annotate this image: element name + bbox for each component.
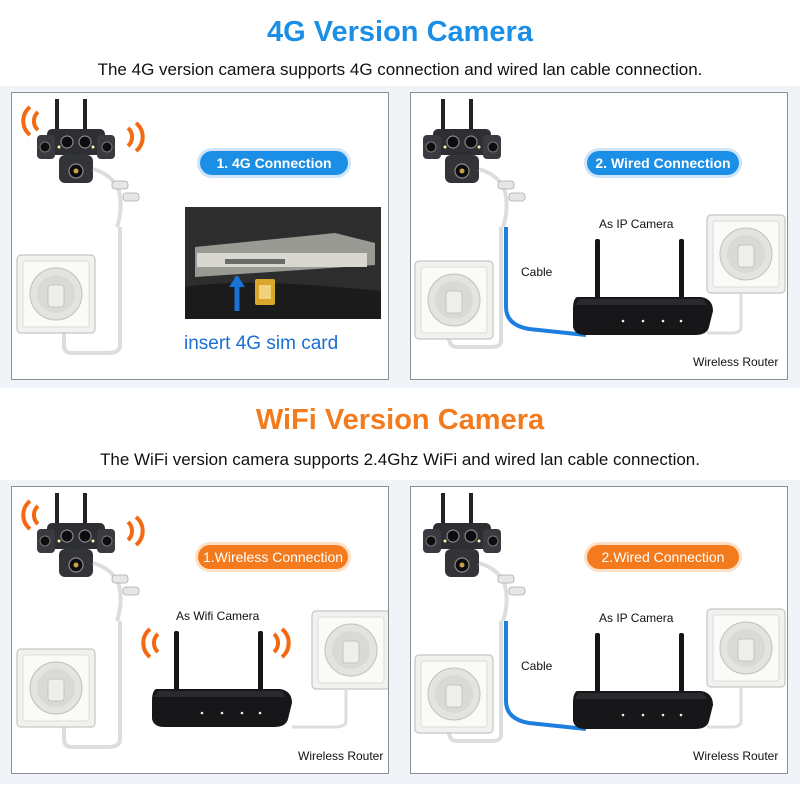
router-label: Wireless Router [298,749,384,763]
signal-icon [21,105,40,137]
badge-wireless-connection: 1.Wireless Connection [198,545,348,569]
router-icon [152,631,292,727]
signal-icon [141,627,160,659]
panel-artwork [16,97,145,355]
wall-socket-icon [706,608,786,688]
panel-wired-connection-wifi: 2.Wired Connection As IP Camera Cable Wi… [410,486,788,774]
panel-artwork [414,97,786,349]
wall-socket-icon [414,260,494,340]
cable-label: Cable [521,659,553,673]
router-caption: As Wifi Camera [176,609,260,623]
camera-icon [35,491,141,623]
wall-socket-icon [16,648,96,728]
camera-icon [35,97,141,229]
router-label: Wireless Router [693,355,779,369]
sim-slot-photo [185,207,381,319]
signal-icon [126,121,145,153]
section-description: The WiFi version camera supports 2.4Ghz … [100,450,700,469]
wall-socket-icon [414,654,494,734]
router-caption: As IP Camera [599,217,674,231]
router-caption: As IP Camera [599,611,674,625]
panel-4g-connection: 1. 4G Connection insert 4G sim card [11,92,389,380]
badge-wired-connection: 2. Wired Connection [587,151,739,175]
panel-artwork [16,491,388,749]
signal-icon [21,499,40,531]
badge-wired-connection: 2.Wired Connection [587,545,739,569]
router-label: Wireless Router [693,749,779,763]
wall-socket-icon [311,610,388,690]
cable-label: Cable [521,265,553,279]
camera-icon [421,97,527,229]
router-icon [573,633,713,729]
sim-caption: insert 4G sim card [184,333,339,354]
panel-wireless-connection: 1.Wireless Connection As Wifi Camera Wir… [11,486,389,774]
signal-icon [272,627,291,659]
section-title: WiFi Version Camera [255,404,545,436]
wall-socket-icon [706,214,786,294]
section-description: The 4G version camera supports 4G connec… [97,60,703,79]
panel-artwork [414,491,786,743]
panel-wired-connection-4g: 2. Wired Connection As IP Camera Cable W… [410,92,788,380]
router-icon [573,239,713,335]
camera-icon [421,491,527,623]
wall-socket-icon [16,254,96,334]
signal-icon [126,515,145,547]
badge-4g-connection: 1. 4G Connection [200,151,348,175]
section-title: 4G Version Camera [267,16,533,48]
